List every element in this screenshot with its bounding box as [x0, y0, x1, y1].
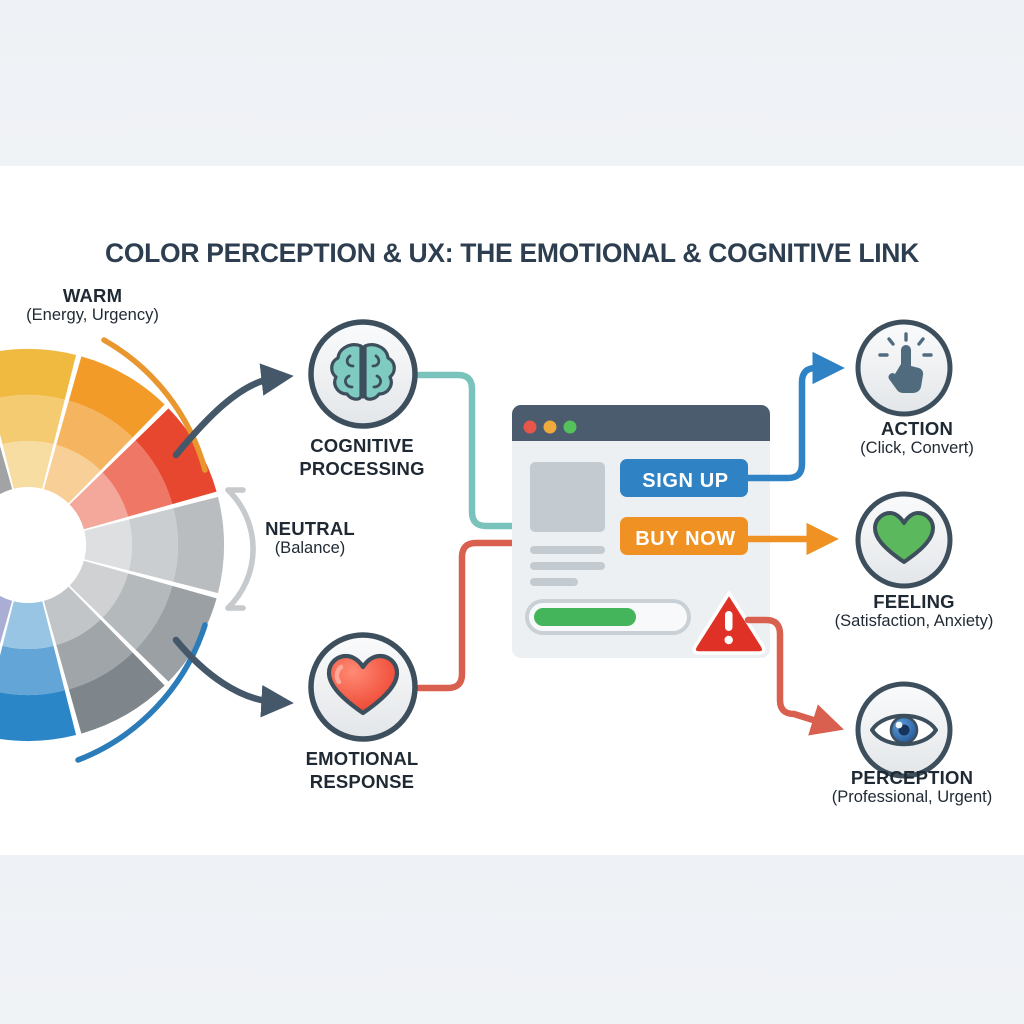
- signup-button-label[interactable]: SIGN UP: [642, 470, 729, 492]
- warm-arc: [101, 337, 208, 473]
- wheel-segment: [0, 595, 13, 644]
- top-background-band: [0, 0, 1024, 166]
- label-neutral-detail: (Balance): [274, 539, 346, 558]
- wheel-segment: [0, 349, 77, 400]
- label-perception: PERCEPTION (Professional, Urgent): [800, 767, 1024, 808]
- color-wheel: [0, 349, 224, 741]
- warning-triangle-icon: [692, 591, 766, 655]
- bottom-background-band: [0, 855, 1024, 1024]
- label-warm-detail: (Energy, Urgency): [26, 306, 159, 325]
- buynow-button[interactable]: [620, 517, 748, 555]
- wheel-segment: [135, 585, 217, 682]
- node-feeling[interactable]: [855, 491, 953, 589]
- label-cognitive-line1: COGNITIVE: [310, 435, 414, 456]
- label-emotional-line1: EMOTIONAL: [305, 748, 419, 769]
- label-action: ACTION (Click, Convert): [812, 418, 1022, 459]
- text-line: [530, 546, 605, 554]
- wheel-segment: [173, 496, 224, 594]
- wheel-segment: [43, 586, 101, 646]
- connector-alert-to-perception: [744, 616, 844, 736]
- close-dot[interactable]: [523, 420, 537, 434]
- label-neutral: NEUTRAL (Balance): [220, 518, 400, 559]
- wheel-segment: [68, 652, 165, 734]
- label-feeling: FEELING (Satisfaction, Anxiety): [805, 591, 1023, 632]
- signup-button[interactable]: [620, 459, 748, 497]
- image-placeholder: [530, 462, 605, 532]
- wheel-segment: [102, 440, 173, 517]
- heart-icon: [326, 653, 400, 716]
- wheel-segment: [43, 444, 101, 504]
- label-cognitive-processing: COGNITIVE PROCESSING: [272, 435, 452, 480]
- node-emotional[interactable]: [308, 632, 418, 742]
- text-line: [530, 578, 578, 586]
- tap-click-icon: [878, 332, 933, 394]
- label-neutral-name: NEUTRAL: [265, 518, 355, 539]
- label-warm-name: WARM: [62, 285, 123, 306]
- wheel-segment: [2, 441, 54, 489]
- wheel-segment: [0, 394, 65, 445]
- label-perception-detail: (Professional, Urgent): [831, 788, 993, 807]
- label-feeling-detail: (Satisfaction, Anxiety): [834, 612, 994, 631]
- label-action-detail: (Click, Convert): [860, 439, 974, 458]
- neutral-bracket-ticks: [225, 487, 246, 611]
- wheel-segment: [69, 560, 129, 618]
- label-action-name: ACTION: [880, 418, 954, 439]
- wheel-segment: [84, 519, 132, 571]
- browser-mockup: [512, 405, 770, 658]
- neutral-bracket: [225, 487, 256, 611]
- wheel-segment: [0, 645, 65, 696]
- connector-emotional-to-browser: [415, 539, 516, 692]
- cool-arc: [75, 622, 208, 763]
- wheel-hub: [0, 487, 86, 603]
- node-cognitive[interactable]: [308, 319, 418, 429]
- minimize-dot[interactable]: [543, 420, 557, 434]
- wheel-segment: [2, 601, 54, 649]
- wheel-segment: [102, 573, 173, 650]
- text-line: [530, 562, 605, 570]
- connector-cognitive-to-browser: [415, 371, 516, 530]
- connector-wheel-to-emotional: [172, 636, 294, 718]
- maximize-dot[interactable]: [563, 420, 577, 434]
- eye-icon: [870, 713, 938, 747]
- wheel-segment: [0, 690, 77, 741]
- wheel-segment: [0, 446, 13, 495]
- connector-signup-to-action: [744, 351, 845, 482]
- buynow-button-label[interactable]: BUY NOW: [635, 528, 736, 550]
- label-emotional-line2: RESPONSE: [309, 770, 415, 792]
- page-title: COLOR PERCEPTION & UX: THE EMOTIONAL & C…: [105, 238, 919, 268]
- wheel-segment: [56, 619, 133, 690]
- label-cognitive-line2: PROCESSING: [299, 457, 425, 479]
- label-emotional-response: EMOTIONAL RESPONSE: [272, 748, 452, 793]
- wheel-segment: [128, 508, 179, 582]
- heart-icon: [873, 511, 935, 564]
- label-perception-name: PERCEPTION: [850, 767, 974, 788]
- wheel-segments: [0, 349, 224, 741]
- progress-bar-fill: [534, 608, 636, 626]
- node-action[interactable]: [855, 319, 953, 417]
- label-warm: WARM (Energy, Urgency): [0, 285, 205, 326]
- brain-icon: [330, 343, 396, 401]
- node-perception[interactable]: [855, 681, 953, 779]
- wheel-segment: [69, 472, 129, 530]
- connector-wheel-to-cognitive: [172, 363, 294, 459]
- label-feeling-name: FEELING: [873, 591, 955, 612]
- wheel-segment: [68, 356, 165, 438]
- browser-titlebar: [512, 405, 770, 441]
- wheel-segment: [56, 400, 133, 471]
